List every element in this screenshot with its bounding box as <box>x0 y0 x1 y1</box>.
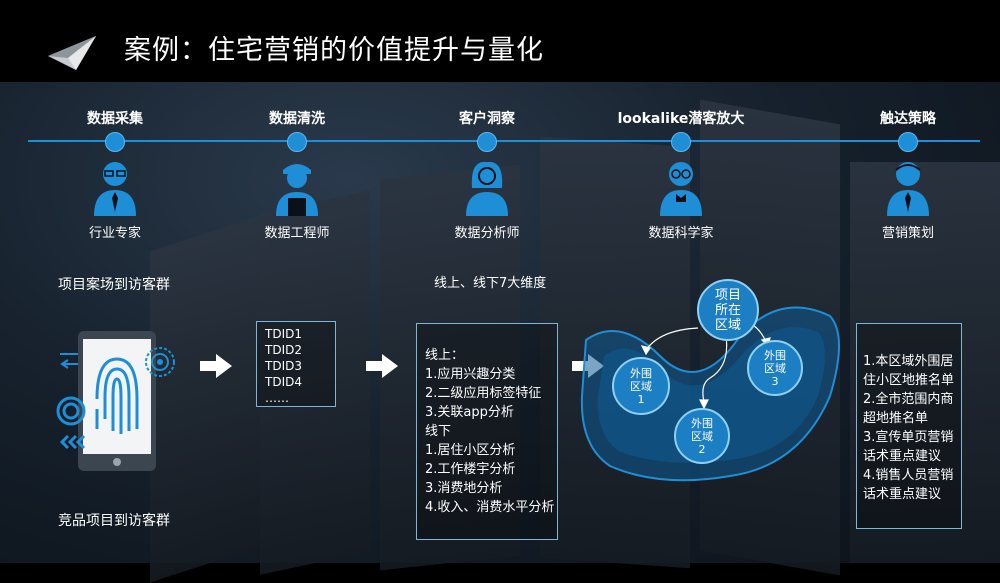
engineer-avatar-icon <box>276 164 318 216</box>
dimension-list-box: 线上： 1.应用兴趣分类 2.二级应用标签特征 3.关联app分析 线下 1.居… <box>416 323 558 540</box>
role-expert: 行业专家 <box>88 226 142 241</box>
onsite-visitors-label: 项目案场到访客群 <box>58 277 170 293</box>
stage-label-data-collection: 数据采集 <box>87 111 143 127</box>
timeline-node-3 <box>477 132 497 152</box>
role-planner: 营销策划 <box>881 226 935 241</box>
role-engineer: 数据工程师 <box>264 226 330 241</box>
stage-label-reach-strategy: 触达策略 <box>880 111 936 127</box>
role-analyst: 数据分析师 <box>454 226 520 241</box>
strategy-item: 4.销售人员营销 <box>863 468 954 483</box>
tdid-item: TDID1 <box>265 327 302 341</box>
paper-plane-logo-icon <box>48 36 96 70</box>
planner-avatar-icon <box>887 162 929 216</box>
strategy-item: 1.本区域外围居 <box>863 354 954 369</box>
tdid-item: TDID3 <box>265 359 302 373</box>
dimension-item: 4.收入、消费水平分析 <box>425 500 555 515</box>
header-bar <box>0 0 1000 82</box>
stage-label-customer-insight: 客户洞察 <box>459 111 515 127</box>
strategy-item: 2.全市范围内商 <box>863 392 954 407</box>
dimension-item: 线上： <box>425 348 465 363</box>
chevrons-left-icon <box>59 434 86 450</box>
timeline-node-4 <box>671 132 691 152</box>
phone-device <box>78 331 156 471</box>
tdid-item: …… <box>265 391 289 405</box>
tdid-item: TDID2 <box>265 343 302 357</box>
strategy-item: 3.宣传单页营销 <box>863 430 954 445</box>
scientist-avatar-icon <box>660 162 702 216</box>
page-title: 案例：住宅营销的价值提升与量化 <box>124 35 544 66</box>
phone-home-button <box>113 458 121 466</box>
timeline-node-5 <box>898 132 918 152</box>
timeline-node-2 <box>287 132 307 152</box>
analyst-avatar-icon <box>466 161 508 216</box>
strategy-item: 话术重点建议 <box>863 487 942 502</box>
radar-signal-icon <box>145 347 175 377</box>
dimension-item: 3.关联app分析 <box>425 405 514 420</box>
strategy-list-box: 1.本区域外围居 住小区地推名单 2.全市范围内商 超地推名单 3.宣传单页营销… <box>856 323 962 529</box>
dimension-item: 1.居住小区分析 <box>425 443 516 458</box>
stage-label-data-cleaning: 数据清洗 <box>269 111 325 127</box>
stage-label-lookalike: lookalike潜客放大 <box>617 111 745 127</box>
flow-arrow-2-icon <box>366 354 398 378</box>
role-scientist: 数据科学家 <box>648 226 714 241</box>
strategy-item: 话术重点建议 <box>863 449 942 464</box>
dimension-item: 3.消费地分析 <box>425 481 503 496</box>
competitor-visitors-label: 竞品项目到访客群 <box>58 513 170 529</box>
timeline-line <box>28 140 980 142</box>
strategy-item: 住小区地推名单 <box>863 373 955 388</box>
tdid-list-box: TDID1 TDID2 TDID3 TDID4 …… <box>256 321 336 407</box>
timeline-node-1 <box>105 132 125 152</box>
project-area-bubble: 项目所在区域 <box>697 279 759 341</box>
expert-avatar-icon <box>94 162 136 216</box>
target-rings-icon <box>56 396 86 426</box>
flow-arrow-1-icon <box>200 354 232 378</box>
dimension-item: 1.应用兴趣分类 <box>425 367 516 382</box>
dimension-item: 2.工作楼宇分析 <box>425 462 516 477</box>
tdid-item: TDID4 <box>265 375 302 389</box>
fingerprint-icon <box>95 357 139 434</box>
dimension-label: 线上、线下7大维度 <box>434 276 547 291</box>
strategy-item: 超地推名单 <box>863 411 929 426</box>
dimension-item: 线下 <box>425 424 452 439</box>
dimension-item: 2.二级应用标签特征 <box>425 386 542 401</box>
